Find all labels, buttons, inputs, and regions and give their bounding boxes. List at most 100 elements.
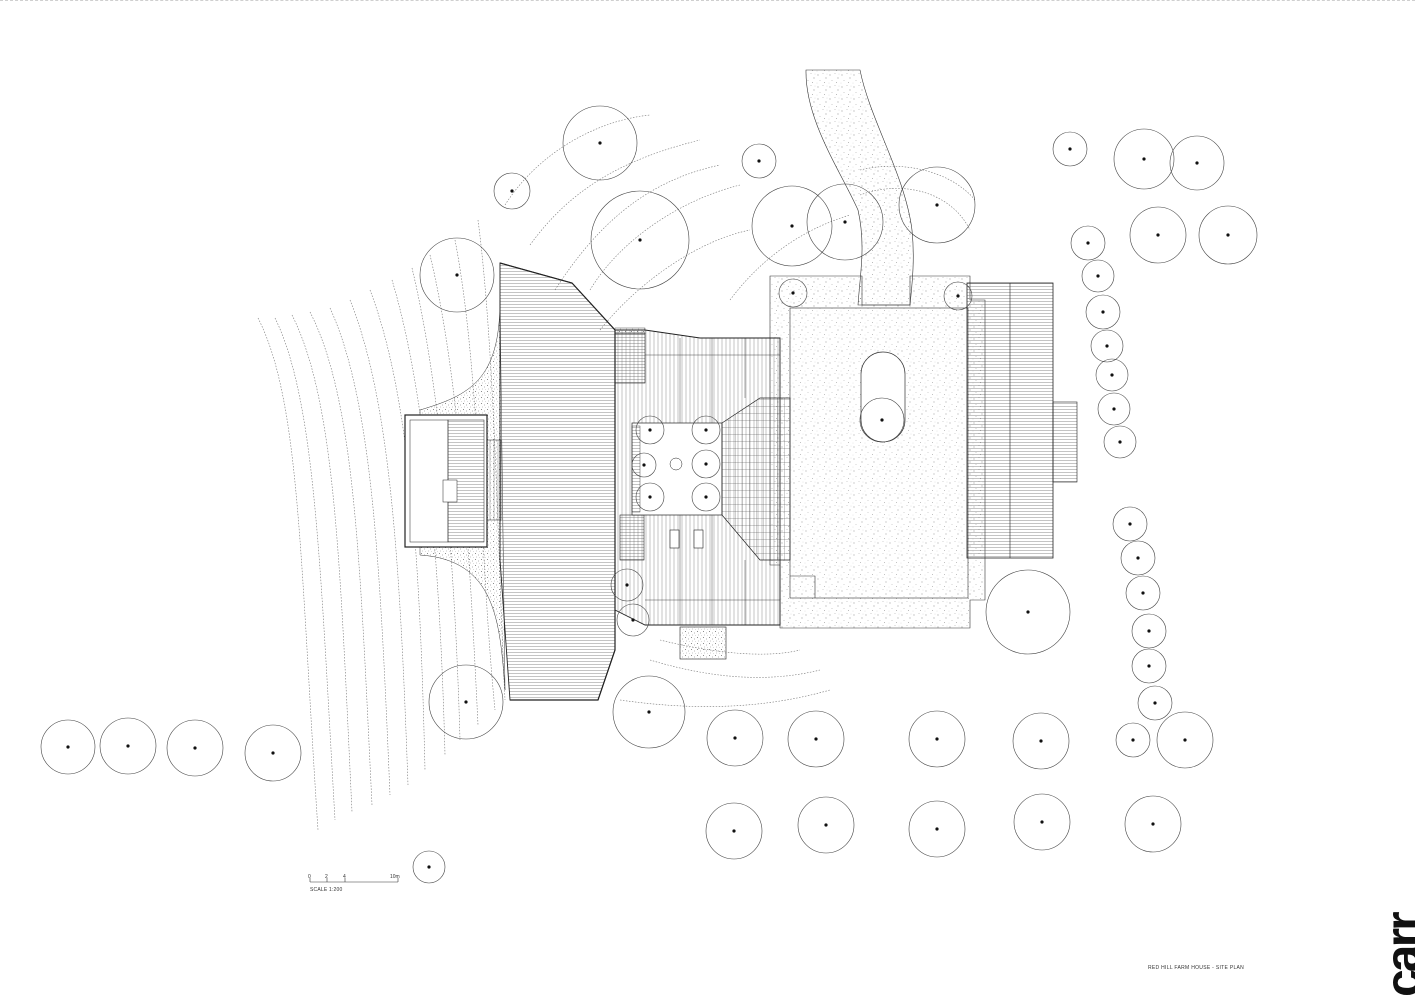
driveway: [805, 69, 914, 306]
tree-canopy: [943, 281, 973, 311]
tree-canopy: [166, 719, 224, 777]
tree-canopy: [751, 185, 833, 267]
tree-trunk: [1147, 629, 1151, 633]
tree-canopy: [1120, 540, 1156, 576]
tree-canopy: [1125, 575, 1161, 611]
tree-trunk: [427, 865, 431, 869]
tree-canopy: [610, 568, 644, 602]
tree-trunk: [791, 291, 795, 295]
tree-trunk: [733, 736, 737, 740]
tree-trunk: [1142, 157, 1146, 161]
paved-terrace: [721, 397, 791, 561]
tree-trunk: [1141, 591, 1145, 595]
tree-trunk: [598, 141, 602, 145]
tree-canopy: [1131, 613, 1167, 649]
tree-trunk: [814, 737, 818, 741]
tree-trunk: [1039, 739, 1043, 743]
drawing-title: RED HILL FARM HOUSE - SITE PLAN: [1148, 965, 1245, 971]
tree-canopy: [612, 675, 686, 749]
tree-canopy: [428, 664, 504, 740]
tree-canopy: [741, 143, 777, 179]
tree-canopy: [787, 710, 845, 768]
main-pavilion: [499, 262, 616, 701]
tree-trunk: [1040, 820, 1044, 824]
tree-canopy: [705, 802, 763, 860]
stair-north: [614, 332, 646, 384]
tree-trunk: [1026, 610, 1030, 614]
tree-trunk: [1226, 233, 1230, 237]
tree-trunk: [638, 238, 642, 242]
tree-trunk: [648, 495, 652, 499]
tree-trunk: [1112, 407, 1116, 411]
tree-trunk: [704, 462, 708, 466]
tree-trunk: [1153, 701, 1157, 705]
tree-trunk: [464, 700, 468, 704]
tree-canopy: [99, 717, 157, 775]
tree-trunk: [1068, 147, 1072, 151]
tree-canopy: [412, 850, 446, 884]
tree-trunk: [1156, 233, 1160, 237]
tree-canopy: [898, 166, 976, 244]
garage-deck: [1052, 401, 1078, 483]
tree-canopy: [1013, 793, 1071, 851]
tree-canopy: [635, 482, 665, 512]
tree-trunk: [1105, 344, 1109, 348]
tree-trunk: [455, 273, 459, 277]
tree-canopy: [631, 452, 657, 478]
tree-canopy: [419, 237, 495, 313]
tree-canopy: [1052, 131, 1088, 167]
tree-canopy: [908, 710, 966, 768]
tree-canopy: [797, 796, 855, 854]
tree-canopy: [985, 569, 1071, 655]
tree-trunk: [1118, 440, 1122, 444]
tree-trunk: [1128, 522, 1132, 526]
tree-trunk: [704, 495, 708, 499]
tree-trunk: [935, 737, 939, 741]
tree-canopy: [1012, 712, 1070, 770]
tree-trunk: [1131, 738, 1135, 742]
tree-canopy: [1090, 329, 1124, 363]
scale-label: SCALE 1:200: [310, 887, 343, 893]
tree-trunk: [732, 829, 736, 833]
sheet-top-border: [0, 0, 1415, 2]
tree-canopy: [40, 719, 96, 775]
logo-text: carr: [1375, 914, 1415, 997]
tree-trunk: [1195, 161, 1199, 165]
tree-canopy: [1124, 795, 1182, 853]
tree-canopy: [1097, 392, 1131, 426]
tree-canopy: [493, 172, 531, 210]
tree-trunk: [935, 827, 939, 831]
tree-trunk: [704, 428, 708, 432]
tree-trunk: [66, 745, 70, 749]
tree-trunk: [880, 418, 884, 422]
tree-canopy: [1156, 711, 1214, 769]
tree-trunk: [642, 463, 646, 467]
tree-trunk: [648, 428, 652, 432]
carr-logo: carr: [1300, 870, 1415, 1000]
scale-tick-4: 4: [343, 874, 346, 880]
tree-canopy: [706, 709, 764, 767]
tree-canopy: [1112, 506, 1148, 542]
tree-trunk: [1151, 822, 1155, 826]
tree-trunk: [126, 744, 130, 748]
oval-planter: [860, 351, 906, 443]
tree-canopy: [1103, 425, 1137, 459]
tree-trunk: [1110, 373, 1114, 377]
tree-canopy: [908, 800, 966, 858]
tree-trunk: [824, 823, 828, 827]
tree-canopy: [691, 449, 721, 479]
tree-trunk: [1136, 556, 1140, 560]
tree-canopy: [1131, 648, 1167, 684]
tree-canopy: [1129, 206, 1187, 264]
tree-canopy: [1095, 358, 1129, 392]
tree-canopy: [635, 415, 665, 445]
tree-canopy: [1137, 685, 1173, 721]
tree-canopy: [1070, 225, 1106, 261]
tree-trunk: [1101, 310, 1105, 314]
tree-trunk: [790, 224, 794, 228]
tree-canopy: [859, 397, 905, 443]
tree-trunk: [935, 203, 939, 207]
tree-trunk: [757, 159, 761, 163]
stair-south: [619, 514, 645, 561]
